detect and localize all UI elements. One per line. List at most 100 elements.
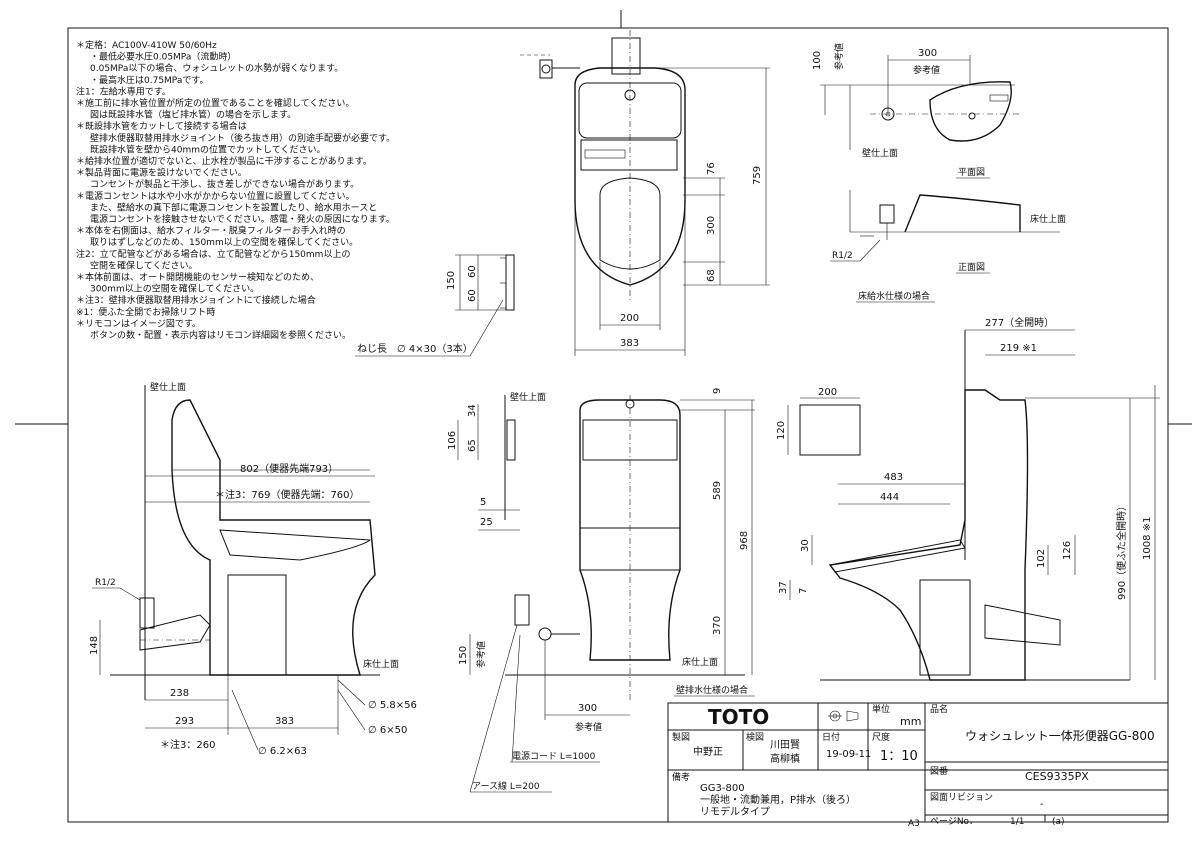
ref-value-1: 参考値: [913, 64, 940, 76]
plan-view-toilet: [500, 30, 686, 311]
dim-219: 219 ※1: [1000, 343, 1037, 354]
dim-370: 370: [712, 616, 723, 635]
notes-block: ＊定格：AC100V-410W 50/60Hz・最低必要水圧0.05MPa（流動…: [76, 39, 395, 341]
r12-label-2: R1/2: [95, 578, 116, 588]
dim-7: 7: [798, 588, 809, 594]
note-line: ＊リモコンはイメージ図です。: [76, 318, 201, 329]
note-line: ＊定格：AC100V-410W 50/60Hz: [76, 39, 217, 51]
projection-symbol: [828, 710, 859, 722]
remarks-label: 備考: [672, 771, 690, 783]
note-line: ＊本体を右側面は、給水フィルター・脱臭フィルターお手入れ時の: [76, 225, 346, 237]
date-value: 19-09-11: [826, 749, 871, 760]
side-view: 壁仕上面 R1/2 床仕上面 802（便器先端793） ＊注3：769（便器先端…: [89, 381, 417, 757]
dim-148: 148: [89, 636, 100, 655]
dim-100: 100: [812, 51, 823, 70]
product-name: ウォシュレット一体形便器GG-800: [965, 729, 1155, 743]
page-number: 1/1: [1010, 817, 1024, 827]
note-line: コンセントが製品と干渉し、抜き差しができない場合があります。: [90, 178, 359, 190]
product-name-label: 品名: [930, 703, 948, 715]
note-line: ＊注3：壁排水便器取替用排水ジョイントにて接続した場合: [76, 294, 316, 306]
dim-300-b: 300: [578, 703, 597, 714]
dim-126: 126: [1062, 541, 1073, 560]
date-label: 日付: [822, 732, 840, 743]
floor-finish-label-1: 床仕上面: [1030, 213, 1066, 225]
remote-control-outline: 200 120: [776, 387, 861, 456]
note-line: 0.05MPa以下の場合、ウォシュレットの水勢が弱くなります。: [90, 62, 343, 74]
dim-802: 802（便器先端793）: [240, 462, 338, 475]
note-line: 既設排水管を壁から40mmの位置でカットしてください。: [90, 143, 325, 155]
plan-view-label: 平面図: [958, 167, 985, 178]
dim-444: 444: [880, 492, 899, 503]
note-line: ＊製品背面に電源を設けないでください。: [76, 167, 247, 179]
dim-200b: 200: [818, 387, 837, 398]
floor-finish-label-3: 床仕上面: [682, 656, 718, 668]
dim-990: 990（便ふた全開時）: [1115, 501, 1128, 600]
note-line: ボタンの数・配置・表示内容はリモコン詳細図を参照ください。: [90, 329, 351, 341]
dim-102: 102: [1036, 549, 1047, 568]
dim-60-b: 60: [467, 289, 478, 302]
brand-logo: TOTO: [708, 705, 769, 729]
dim-150-b: 150: [458, 646, 469, 665]
dim-200: 200: [620, 313, 639, 324]
remark-1: GG3-800: [700, 783, 745, 794]
page-label: ページNo．: [930, 817, 978, 827]
note-line: ＊施工前に排水管位置が所定の位置であることを確認してください。: [76, 97, 354, 109]
dim-300-top: 300: [918, 48, 937, 59]
drawing-no-label: 図番: [930, 765, 948, 777]
note-line: 壁排水便器取替用排水ジョイント（後ろ抜き用）の別途手配要が必要です。: [90, 132, 395, 144]
unit-value: mm: [900, 715, 921, 728]
ref-value-4: 参考値: [575, 721, 602, 733]
remark-2: 一般地・流動兼用，P排水（後ろ）: [700, 793, 856, 806]
sheet-border: [67, 27, 1169, 823]
dim-37: 37: [778, 581, 789, 594]
dim-383b: 383: [275, 716, 294, 727]
dim-1008: 1008 ※1: [1142, 517, 1153, 560]
dim-60-a: 60: [467, 265, 478, 278]
revision-value: -: [1040, 799, 1044, 810]
designer: 中野正: [693, 745, 723, 758]
note-line: 電源コンセントを接触させないでください。感電・発火の原因になります。: [90, 213, 395, 225]
dim-968: 968: [739, 531, 750, 550]
dim-589: 589: [712, 481, 723, 500]
dim-769: ＊注3：769（便器先端：760）: [215, 488, 360, 501]
page-suffix: (a): [1052, 817, 1065, 827]
dim-483: 483: [884, 472, 903, 483]
note-line: ＊給排水位置が適切でないと、止水栓が製品に干渉することがあります。: [76, 155, 372, 167]
note-line: 300mm以上の空間を確保してください。: [90, 283, 259, 295]
title-block: TOTO 単位 mm 品名 ウォシュレット一体形便器GG-800 製図 中野正 …: [667, 702, 1169, 829]
dim-260: ＊注3：260: [160, 738, 215, 751]
revision-label: 図面リビジョン: [930, 792, 993, 803]
dim-300-seat: 300: [706, 216, 717, 235]
phi-6-2x63: ∅ 6.2×63: [258, 746, 307, 757]
ref-value-3: 参考値: [475, 641, 487, 668]
dim-34: 34: [467, 404, 478, 417]
dim-5: 5: [480, 497, 486, 508]
note-line: ＊電源コンセントは水や小水がかからない位置に設置してください。: [76, 190, 354, 202]
drawing-no: CES9335PX: [1025, 770, 1089, 783]
wall-finish-label-2: 壁仕上面: [150, 381, 186, 393]
checker-1: 川田賢: [770, 739, 800, 751]
dim-277: 277（全開時）: [985, 316, 1054, 329]
note-line: ・最低必要水圧0.05MPa（流動時）: [90, 51, 236, 63]
scale-value: 1：10: [880, 749, 918, 764]
wall-drain-case-label: 壁排水仕様の場合: [676, 684, 748, 696]
checker-2: 高柳槙: [770, 752, 800, 765]
dim-759: 759: [752, 166, 763, 185]
note-line: ※1：便ふた全開でお掃除リフト時: [76, 306, 215, 318]
earth-wire-label: アース線 L=200: [472, 780, 540, 792]
plan-dimensions: 76 300 68 759 200 383 150 60 60: [446, 67, 770, 356]
dim-25: 25: [480, 517, 493, 528]
dim-150-a: 150: [446, 271, 457, 290]
note-line: 空間を確保してください。: [90, 259, 197, 271]
remark-3: リモデルタイプ: [700, 805, 770, 818]
note-line: 図は既設排水管（塩ビ排水管）の場合を示します。: [90, 109, 296, 121]
dim-9: 9: [712, 388, 723, 394]
front-view-label: 正面図: [958, 262, 985, 273]
wall-finish-label-3: 壁仕上面: [510, 391, 546, 403]
ref-value-2: 参考値: [833, 43, 845, 70]
dim-238: 238: [170, 688, 189, 699]
dim-293: 293: [175, 716, 194, 727]
designer-label: 製図: [672, 731, 690, 743]
dim-65: 65: [467, 439, 478, 452]
